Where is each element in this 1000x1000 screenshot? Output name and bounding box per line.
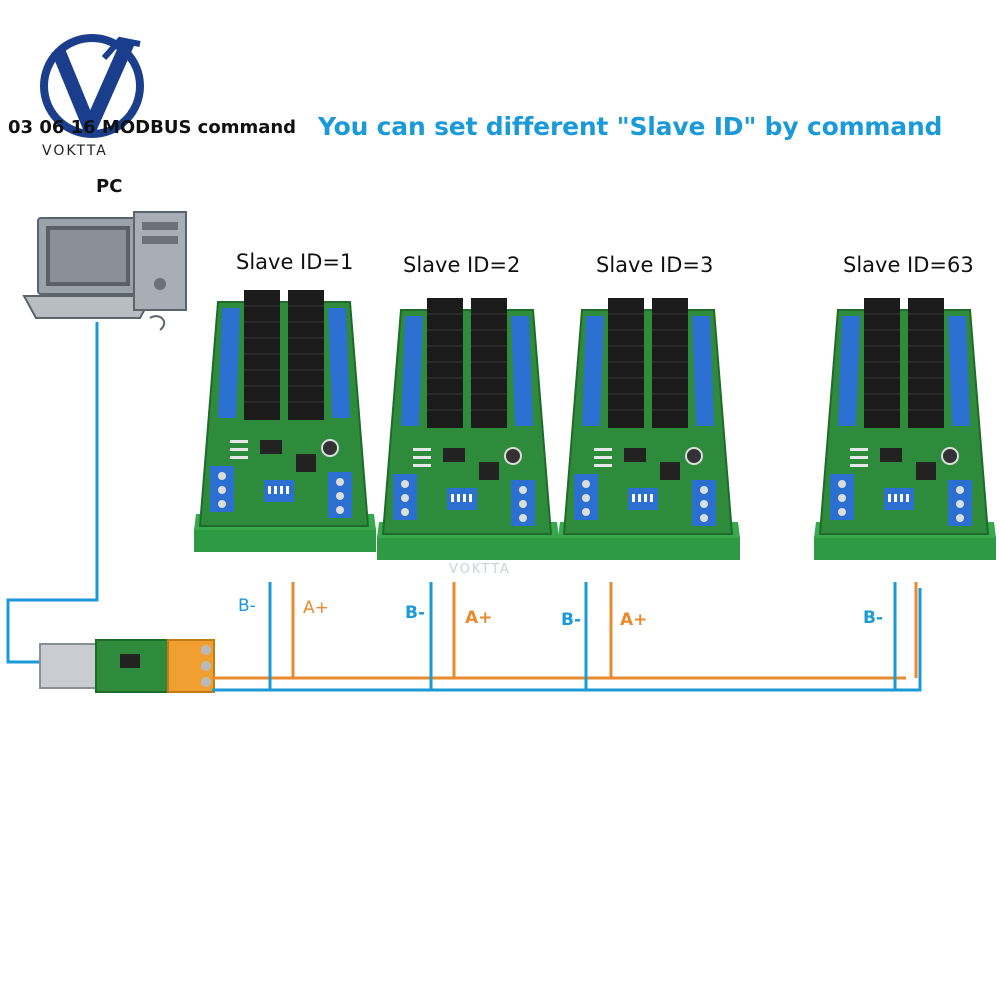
watermark: VOKTTA (449, 562, 511, 577)
command-label: 03 06 16 MODBUS command (8, 117, 297, 138)
slave-label-1: Slave ID=1 (236, 250, 354, 274)
a-label-1: A+ (303, 598, 329, 618)
b-label-1: B- (238, 596, 256, 616)
relay-board-3 (557, 297, 741, 561)
b-label-63: B- (863, 608, 884, 628)
voktta-logo (40, 34, 144, 138)
relay-board-1 (193, 289, 377, 553)
headline: You can set different "Slave ID" by comm… (318, 112, 943, 141)
usb-cable (6, 322, 99, 664)
a-label-3: A+ (620, 610, 648, 630)
usb-rs485-converter (39, 639, 215, 693)
pc-icon (22, 211, 187, 331)
slave-label-3: Slave ID=3 (596, 253, 714, 277)
brand-name: VOKTTA (42, 143, 108, 159)
relay-board-63 (813, 297, 997, 561)
b-bus-wire (212, 588, 922, 692)
slave-label-2: Slave ID=2 (403, 253, 521, 277)
b-label-3: B- (561, 610, 582, 630)
b-label-2: B- (405, 603, 426, 623)
pc-label: PC (96, 176, 123, 197)
a-label-2: A+ (465, 608, 493, 628)
relay-board-2 (376, 297, 560, 561)
slave-label-63: Slave ID=63 (843, 253, 974, 277)
